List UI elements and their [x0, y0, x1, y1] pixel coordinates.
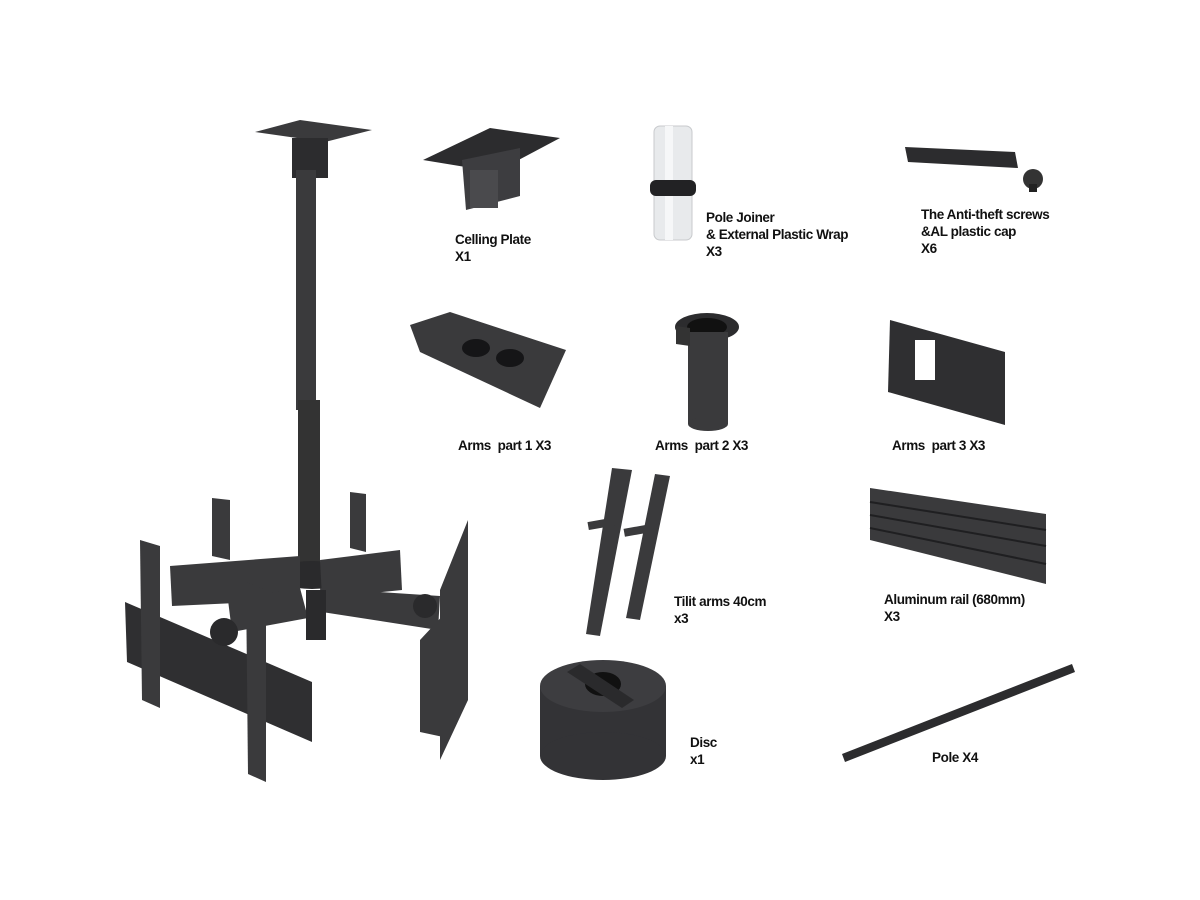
part-name: Tilit arms 40cm: [674, 594, 767, 609]
part-name-line2: &AL plastic cap: [921, 224, 1017, 239]
part-qty: X6: [921, 241, 937, 256]
part-name: Aluminum rail (680mm): [884, 592, 1025, 607]
aluminum-rail-label: Aluminum rail (680mm) X3: [884, 591, 1025, 625]
part-name: Disc: [690, 735, 717, 750]
tilt-arms-image: [586, 468, 670, 636]
part-name: Arms part 2 X3: [655, 438, 749, 453]
arms-part2-label: Arms part 2 X3: [655, 437, 748, 454]
part-name: Pole X4: [932, 750, 978, 765]
pole-joiner-label: Pole Joiner & External Plastic Wrap X3: [706, 209, 849, 260]
anti-theft-label: The Anti-theft screws &AL plastic cap X6: [921, 206, 1050, 257]
assembled-mount-image: [125, 120, 468, 782]
arms-part3-image: [888, 320, 1005, 425]
pole-label: Pole X4: [932, 749, 978, 766]
part-name: Arms part 3 X3: [892, 438, 986, 453]
part-name-line2: & External Plastic Wrap: [706, 227, 849, 242]
part-name: Celling Plate: [455, 232, 531, 247]
part-qty: X1: [455, 249, 471, 264]
pole-image: [842, 664, 1075, 762]
part-qty: x1: [690, 752, 705, 767]
ceiling-plate-image: [423, 128, 560, 210]
disc-image: [540, 660, 666, 780]
ceiling-plate-label: Celling Plate X1: [455, 231, 531, 265]
tilt-arms-label: Tilit arms 40cm x3: [674, 593, 766, 627]
arms-part2-image: [675, 313, 739, 431]
anti-theft-screw-image: [905, 147, 1043, 192]
pole-joiner-image: [650, 125, 696, 241]
part-name: Pole Joiner: [706, 210, 775, 225]
part-qty: x3: [674, 611, 689, 626]
disc-label: Disc x1: [690, 734, 717, 768]
arms-part3-label: Arms part 3 X3: [892, 437, 985, 454]
part-qty: X3: [884, 609, 900, 624]
arms-part1-label: Arms part 1 X3: [458, 437, 551, 454]
part-qty: X3: [706, 244, 722, 259]
part-name: The Anti-theft screws: [921, 207, 1050, 222]
aluminum-rail-image: [869, 488, 1047, 584]
arms-part1-image: [410, 312, 566, 408]
part-name: Arms part 1 X3: [458, 438, 552, 453]
